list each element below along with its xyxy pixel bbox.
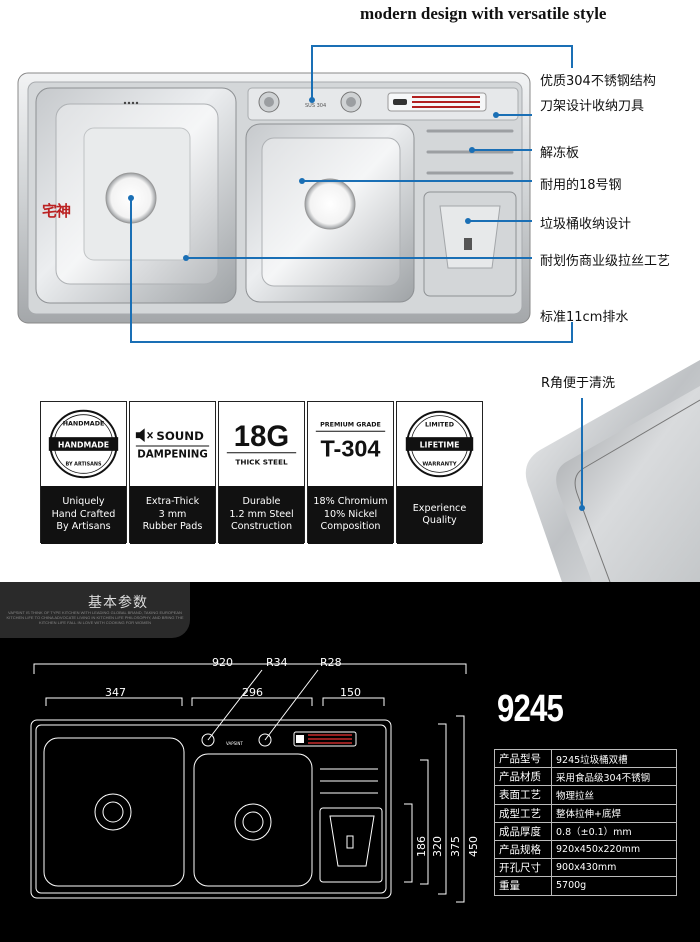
svg-text:LIFETIME: LIFETIME (420, 440, 460, 449)
svg-text:THICK STEEL: THICK STEEL (235, 458, 288, 467)
callout-drain-11cm: 标准11cm排水 (540, 310, 629, 325)
svg-text:18G: 18G (234, 420, 289, 453)
deck-brand: VAPSINT (226, 741, 243, 746)
spec-value: 0.8（±0.1）mm (551, 821, 677, 841)
sink-illustration: SUS 304 (17, 45, 573, 343)
speaker-mute-icon (135, 428, 153, 443)
spec-key: 产品规格 (494, 839, 552, 860)
headline: modern design with versatile style (360, 4, 607, 23)
spec-value: 采用食品级304不锈钢 (551, 767, 677, 787)
spec-header-tab (0, 582, 190, 638)
callout-18-gauge: 耐用的18号钢 (540, 178, 622, 193)
dim-r-large: R34 (266, 656, 288, 669)
spec-value: 900x430mm (551, 858, 677, 878)
callout-r-corner: R角便于清洗 (541, 376, 616, 391)
watermark-logo: 宅神 (42, 202, 71, 220)
spec-row: 成型工艺整体拉伸+底焊 (494, 803, 677, 823)
svg-text:SOUND: SOUND (156, 429, 204, 443)
callout-steel-304: 优质304不锈钢结构 (540, 74, 656, 89)
dim-bowl-left: 347 (105, 686, 126, 699)
callout-trash-bin: 垃圾桶收纳设计 (540, 217, 632, 232)
spec-value: 5700g (551, 876, 677, 896)
brand-tagline: VAPSINT IS THINK OF TYPE KITCHEN WITH LE… (6, 610, 184, 625)
svg-text:T-304: T-304 (321, 436, 381, 462)
callout-defrost-board: 解冻板 (540, 146, 580, 161)
dim-depth-hole: 375 (449, 836, 462, 857)
model-number: 9245 (497, 688, 564, 730)
svg-text:PREMIUM GRADE: PREMIUM GRADE (320, 421, 381, 428)
lifetime-seal-icon: LIFETIME LIMITED WARRANTY (405, 410, 474, 478)
svg-text:DAMPENING: DAMPENING (137, 449, 208, 461)
dim-depth-overall: 450 (467, 836, 480, 857)
svg-text:BY ARTISANS: BY ARTISANS (66, 461, 102, 467)
spec-key: 成型工艺 (494, 803, 552, 823)
callout-knife-rack: 刀架设计收纳刀具 (540, 99, 645, 114)
dim-depth-bowl: 320 (431, 836, 444, 857)
spec-section: 基本参数 VAPSINT IS THINK OF TYPE KITCHEN WI… (0, 582, 700, 942)
dimension-drawing: 920 R34 R28 347 296 150 186 320 375 450 … (30, 656, 480, 903)
callout-brushed-finish: 耐划伤商业级拉丝工艺 (540, 254, 671, 269)
spec-key: 开孔尺寸 (494, 858, 552, 878)
svg-text:HANDMADE: HANDMADE (58, 440, 109, 449)
spec-key: 产品型号 (494, 748, 552, 769)
dim-overall-width: 920 (212, 656, 233, 669)
handmade-seal-icon: HANDMADE HANDMADE BY ARTISANS (48, 409, 119, 479)
dim-r-small: R28 (320, 656, 342, 669)
svg-text:WARRANTY: WARRANTY (422, 461, 456, 467)
svg-text:HANDMADE: HANDMADE (63, 420, 105, 427)
svg-text:LIMITED: LIMITED (425, 421, 454, 428)
dim-depth-inner: 186 (415, 836, 428, 857)
spec-row: 表面工艺物理拉丝 (494, 785, 677, 805)
spec-value: 物理拉丝 (551, 785, 677, 805)
spec-title: 基本参数 (88, 595, 148, 611)
spec-key: 产品材质 (494, 767, 552, 787)
spec-key: 成品厚度 (494, 821, 552, 841)
spec-row: 产品材质采用食品级304不锈钢 (494, 767, 677, 787)
spec-value: 920x450x220mm (551, 839, 677, 860)
spec-value: 9245垃圾桶双槽 (551, 748, 677, 769)
spec-key: 表面工艺 (494, 785, 552, 805)
spec-key: 重量 (494, 876, 552, 896)
r-corner-closeup (525, 360, 700, 582)
deck-stamp: SUS 304 (305, 103, 326, 109)
spec-value: 整体拉伸+底焊 (551, 803, 677, 823)
dim-bowl-right: 296 (242, 686, 263, 699)
dim-board: 150 (340, 686, 361, 699)
